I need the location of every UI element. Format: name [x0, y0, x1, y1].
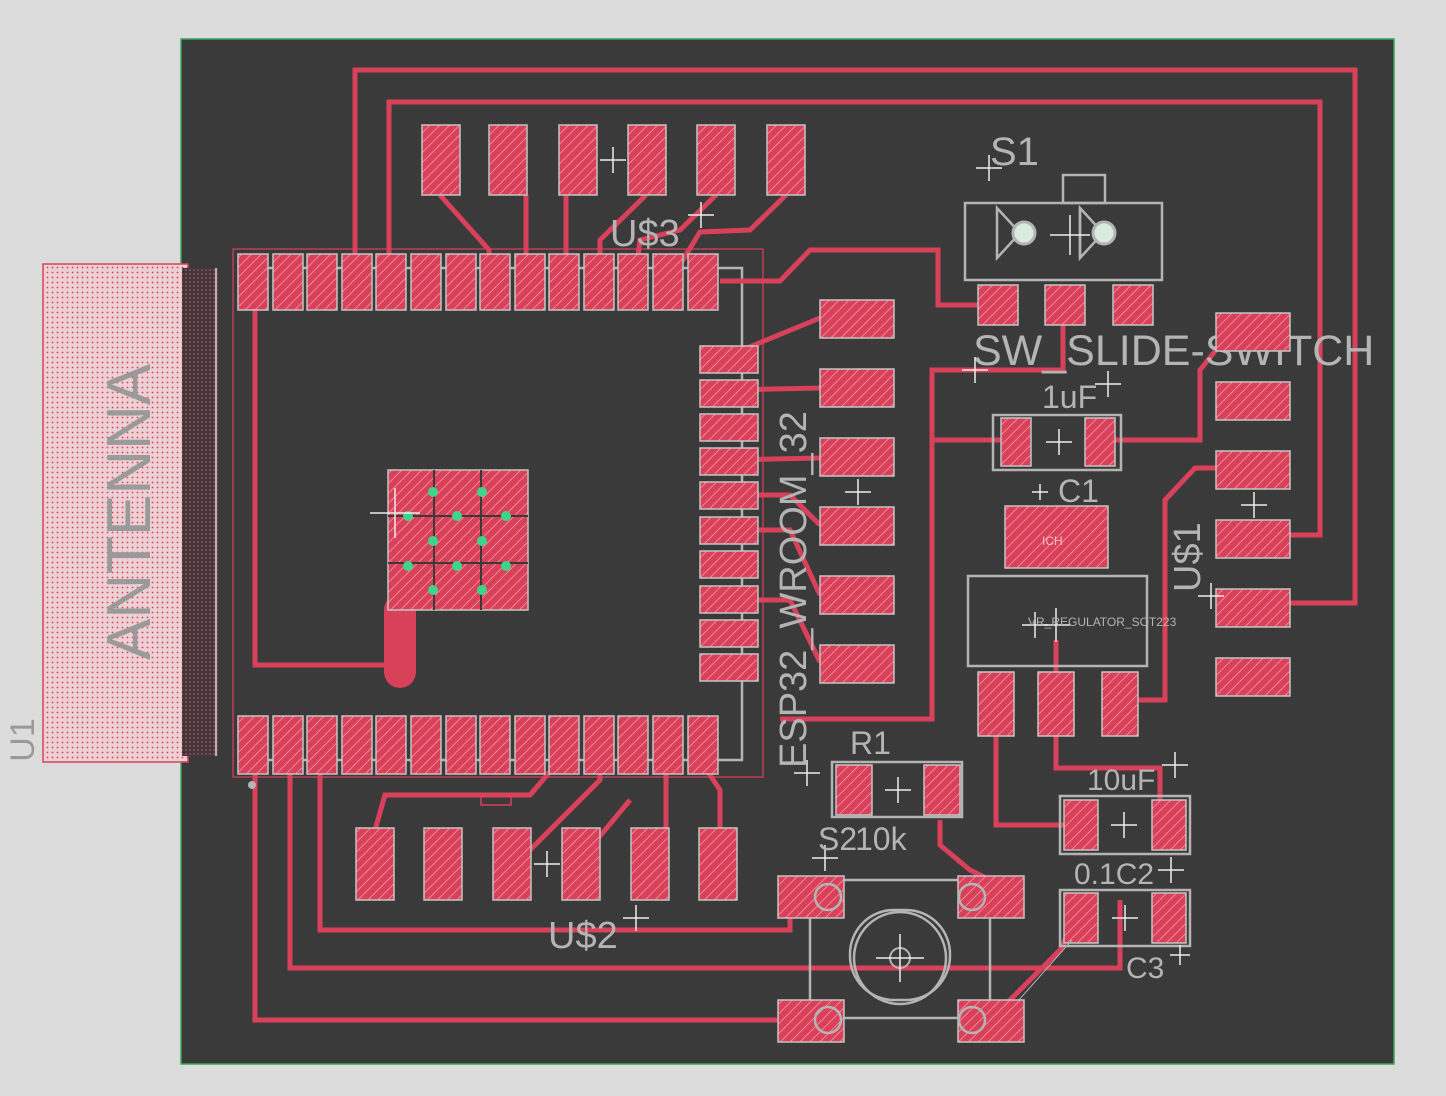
voltage-regulator: ICH VR_REGULATOR_SOT223 [966, 505, 1177, 737]
esp32-bottom-pads [237, 715, 719, 789]
traces [252, 67, 1358, 1023]
c1-label: C1 [1058, 473, 1099, 509]
antenna-label: ANTENNA [95, 363, 164, 660]
c1-value: 1uF [1042, 379, 1097, 415]
s2-tactile-switch: S2 [777, 821, 1025, 1043]
regulator-tab-text: ICH [1042, 534, 1063, 548]
s1-label: S1 [990, 130, 1039, 174]
s2-label: S2 [818, 821, 857, 857]
regulator-label: VR_REGULATOR_SOT223 [1028, 615, 1177, 629]
c2-capacitor: 10uF 0.1C2 [1058, 752, 1192, 891]
esp32-top-pads [237, 253, 719, 311]
antenna-region: ANTENNA [42, 263, 218, 763]
header-pads-middle [819, 299, 895, 684]
us3-label: U$3 [610, 213, 680, 255]
c1-capacitor: 1uF C1 [991, 371, 1123, 509]
c3-capacitor: C3 [1009, 857, 1192, 1011]
esp32-ground-pad [370, 469, 529, 611]
esp32-label: ESP32_WROOM_32 [773, 411, 815, 768]
us1-label: U$1 [1167, 522, 1209, 592]
s1-slide-switch: S1 SW_SLIDE-SWITCH [962, 130, 1374, 383]
sw-slide-switch-label: SW_SLIDE-SWITCH [973, 327, 1374, 375]
c2-value: 10uF [1087, 764, 1155, 797]
us2-footprint: U$2 [355, 794, 738, 957]
c2-label: 0.1C2 [1074, 858, 1154, 891]
us1-footprint: U$1 [1167, 312, 1291, 697]
r1-value: 10k [855, 821, 908, 857]
esp32-right-pads [699, 345, 759, 682]
r1-resistor: R1 10k [794, 725, 964, 857]
u1-label: U1 [4, 718, 42, 761]
r1-label: R1 [850, 725, 891, 761]
c3-label: C3 [1126, 952, 1164, 985]
us3-footprint: U$3 [421, 124, 806, 255]
us2-label: U$2 [548, 915, 618, 957]
